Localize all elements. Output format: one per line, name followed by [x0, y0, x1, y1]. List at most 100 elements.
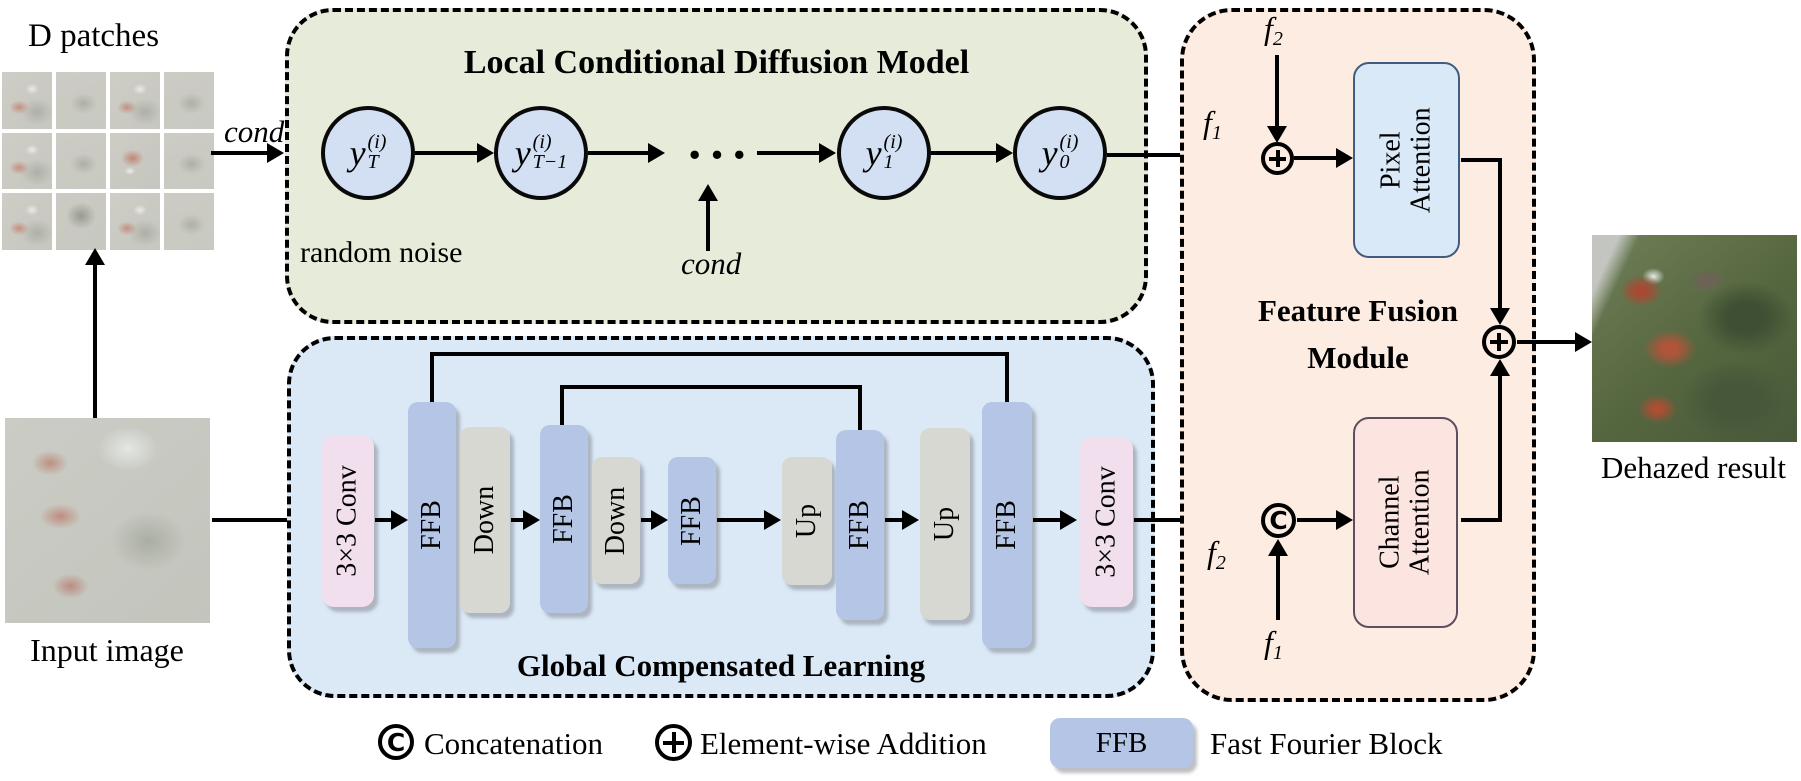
block-ffb-4: FFB: [836, 430, 884, 620]
arrow-conv-to-ffb1: [375, 518, 393, 522]
skip1-left: [430, 352, 434, 404]
arrowhead-down-icon: [1267, 126, 1287, 143]
dehazed-result-label: Dehazed result: [1600, 450, 1787, 485]
arrow-yT1-to-dots: [588, 151, 650, 155]
block-ffb-5: FFB: [982, 402, 1032, 648]
arrowhead-right-icon: [648, 143, 665, 163]
patch-cell: [56, 72, 106, 129]
concat-operator: C: [1261, 503, 1296, 538]
arrow-input-to-patches: [93, 264, 97, 418]
add-operator-main: [1482, 325, 1516, 359]
skip1-right: [1005, 352, 1009, 404]
legend-concat-icon: C: [378, 724, 414, 760]
patch-cell: [2, 72, 52, 129]
arrowhead-up-icon: [698, 184, 718, 201]
arrowhead-up-icon: [1490, 359, 1510, 376]
block-ffb-2: FFB: [540, 425, 588, 613]
line-pixel-out-v: [1498, 158, 1502, 310]
diffusion-title: Local Conditional Diffusion Model: [463, 44, 970, 81]
block-down-1: Down: [460, 427, 510, 613]
ffm-title-line2: Module: [1307, 340, 1409, 375]
f2-top-label: f2: [1264, 10, 1283, 50]
f2-mid-label: f2: [1207, 534, 1226, 574]
arrowhead-right-icon: [996, 143, 1013, 163]
skip2-top: [560, 385, 862, 389]
arrowhead-right-icon: [819, 143, 836, 163]
skip2-left: [560, 385, 564, 427]
arrowhead-right-icon: [391, 510, 408, 530]
arrowhead-right-icon: [267, 143, 284, 163]
arrow-add-to-pixel: [1294, 156, 1337, 160]
patch-cell: [164, 193, 214, 250]
patch-cell: [56, 132, 106, 190]
patch-cell: [110, 72, 160, 129]
ellipsis-dots: ···: [686, 127, 754, 184]
arrow-concat-to-channel: [1297, 518, 1337, 522]
patch-cell: [2, 193, 52, 250]
input-image-label: Input image: [30, 632, 184, 668]
patches-image: [2, 72, 214, 250]
patch-cell: [110, 132, 160, 190]
arrowhead-right-icon: [902, 510, 919, 530]
block-ffb-3: FFB: [668, 457, 716, 584]
line-channel-out-h: [1461, 518, 1502, 522]
f1-top-label: f1: [1203, 104, 1222, 144]
arrow-yT-to-yT1: [415, 151, 479, 155]
block-ffb-1: FFB: [408, 402, 456, 648]
node-y-T: y(i)T: [321, 106, 415, 200]
arrow-down2-to-ffb3: [641, 518, 653, 522]
arrowhead-right-icon: [477, 143, 494, 163]
legend-add-label: Element-wise Addition: [700, 726, 987, 761]
arrow-dots-to-y1: [757, 151, 821, 155]
ffm-title-line1: Feature Fusion: [1257, 293, 1459, 328]
block-up-1: Up: [782, 457, 832, 585]
f1-bottom-label: f1: [1264, 624, 1283, 664]
arrowhead-right-icon: [1336, 148, 1353, 168]
arrow-down1-to-ffb2: [511, 518, 525, 522]
input-image: [5, 418, 210, 623]
arrow-to-output: [1517, 340, 1577, 344]
patch-cell: [164, 72, 214, 129]
cond-bottom-label: cond: [681, 246, 742, 281]
arrow-cond-up: [706, 199, 710, 251]
patch-cell: [56, 193, 106, 250]
legend-ffb-chip: FFB: [1050, 718, 1193, 768]
patch-cell: [110, 193, 160, 250]
arrowhead-right-icon: [1575, 332, 1592, 352]
arrow-ffb5-to-conv: [1033, 518, 1062, 522]
line-channel-out-v: [1498, 374, 1502, 522]
arrowhead-right-icon: [1060, 510, 1077, 530]
patch-cell: [164, 132, 214, 190]
legend-ffb-desc: Fast Fourier Block: [1210, 726, 1443, 761]
arrow-f1-to-add: [1107, 153, 1247, 157]
block-3x3-conv-in: 3×3 Conv: [322, 435, 374, 607]
arrow-ffb4-to-up2: [885, 518, 904, 522]
block-3x3-conv-out: 3×3 Conv: [1080, 437, 1133, 607]
node-y-1: y(i)1: [837, 106, 931, 200]
node-y-T-1: y(i)T−1: [494, 106, 588, 200]
gcl-title: Global Compensated Learning: [516, 648, 926, 683]
block-down-2: Down: [592, 457, 640, 584]
arrowhead-up-icon: [85, 248, 105, 265]
arrow-f1-up: [1276, 556, 1280, 620]
random-noise-label: random noise: [300, 236, 463, 269]
arrow-input-to-gcl: [212, 518, 304, 522]
arrowhead-up-icon: [1268, 539, 1288, 556]
arrow-cond-to-diffusion: [211, 151, 269, 155]
arrowhead-down-icon: [1490, 308, 1510, 325]
legend-add-icon: [655, 724, 692, 761]
arrowhead-right-icon: [523, 510, 540, 530]
dehazed-result-image: [1592, 235, 1797, 442]
arrowhead-right-icon: [764, 510, 781, 530]
arrow-y1-to-y0: [931, 151, 998, 155]
skip1-top: [430, 352, 1009, 356]
skip2-right: [858, 385, 862, 432]
arrow-f2-down: [1275, 55, 1279, 128]
legend-concat-label: Concatenation: [424, 726, 604, 761]
add-operator-top: [1261, 142, 1294, 175]
arrow-ffb3-to-up1: [717, 518, 766, 522]
arrowhead-right-icon: [651, 510, 668, 530]
